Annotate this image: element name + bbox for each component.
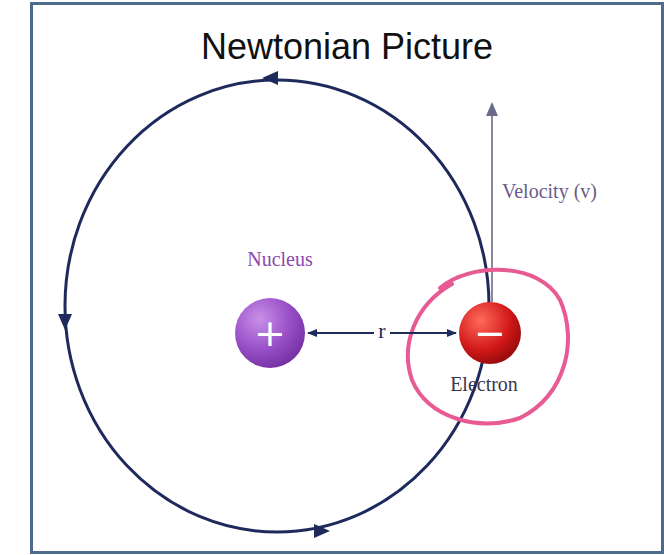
particle-label: Electron [450, 373, 518, 396]
velocity-arrow [491, 112, 493, 302]
charge-symbol: + [254, 314, 286, 352]
distance-label: r [374, 319, 389, 343]
nucleus-circle: Nucleus+ [235, 298, 305, 368]
charge-symbol: − [474, 314, 506, 352]
highlight-circle [408, 270, 568, 424]
orbit-arrowhead [58, 314, 72, 330]
diagram-title: Newtonian Picture [33, 26, 661, 68]
velocity-arrowhead [486, 102, 498, 116]
orbit-arrowhead [262, 71, 278, 85]
vector-label: Velocity (v) [502, 180, 597, 203]
orbit-arrowhead [314, 524, 330, 538]
electron-circle: −Electron [459, 302, 521, 364]
particle-label: Nucleus [247, 248, 313, 271]
picture-frame [30, 2, 664, 554]
